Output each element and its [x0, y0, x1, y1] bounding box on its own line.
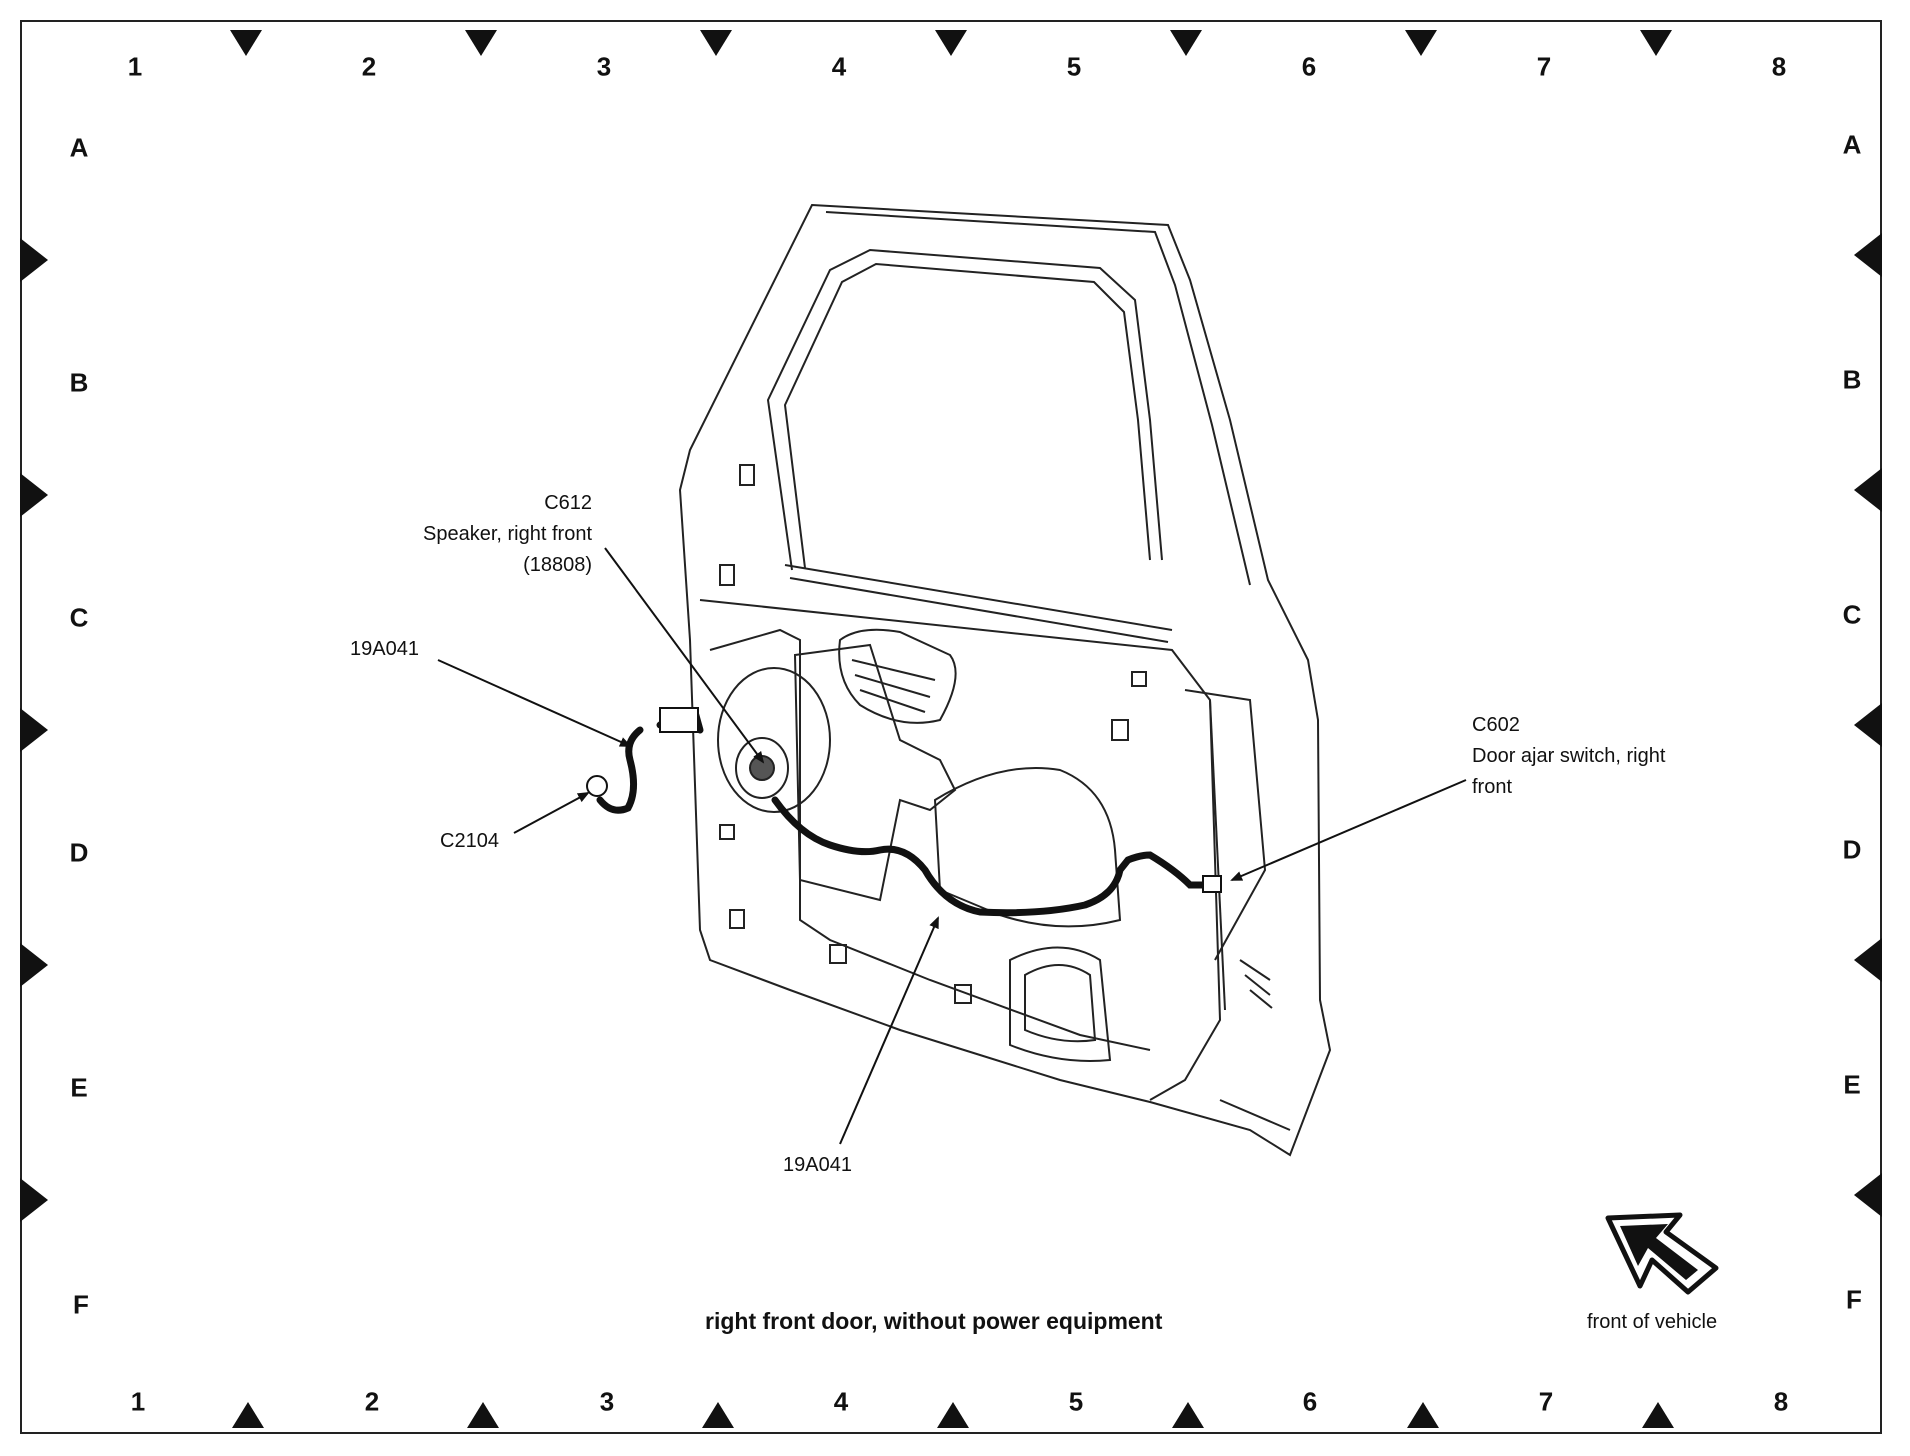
harness-label-lower: 19A041	[783, 1154, 852, 1176]
grid-row-label: D	[69, 837, 89, 868]
door-illustration	[678, 203, 1332, 1157]
grid-marker-bottom	[467, 1402, 499, 1428]
c612-id: C612	[544, 492, 592, 514]
c612-connector	[659, 707, 699, 733]
grid-col-label: 6	[1301, 51, 1317, 82]
c2104-connector	[586, 775, 608, 797]
c602-description-cont: front	[1472, 776, 1513, 798]
front-arrow-icon	[1605, 1212, 1719, 1295]
grid-row-label: A	[1842, 129, 1862, 160]
harness-lower-leader	[839, 916, 939, 1145]
front-of-vehicle-label: front of vehicle	[1587, 1311, 1718, 1333]
grid-row-label: D	[1842, 834, 1862, 865]
grid-marker-top	[700, 30, 732, 56]
c612-callout: C612 Speaker, right front (18808)	[380, 488, 592, 581]
grid-marker-bottom	[937, 1402, 969, 1428]
grid-col-label: 8	[1773, 1386, 1789, 1417]
grid-marker-right	[1854, 703, 1882, 747]
grid-markers	[20, 30, 1882, 1428]
c602-leader	[1230, 779, 1467, 881]
grid-row-label: C	[1842, 599, 1862, 630]
c612-part-number: (18808)	[523, 554, 592, 576]
c602-callout: C602 Door ajar switch, right front	[1472, 710, 1665, 803]
grid-col-label: 5	[1068, 1386, 1084, 1417]
c2104-label: C2104	[440, 830, 499, 852]
grid-marker-bottom	[702, 1402, 734, 1428]
grid-marker-right	[1854, 938, 1882, 982]
grid-marker-top	[1640, 30, 1672, 56]
grid-marker-bottom	[232, 1402, 264, 1428]
grid-col-label: 5	[1066, 51, 1082, 82]
connectors	[586, 707, 1222, 893]
grid-marker-bottom	[1407, 1402, 1439, 1428]
grid-col-label: 4	[833, 1386, 849, 1417]
grid-col-label: 3	[596, 51, 612, 82]
grid-col-label: 3	[599, 1386, 615, 1417]
grid-marker-bottom	[1172, 1402, 1204, 1428]
grid-marker-top	[1405, 30, 1437, 56]
leader-lines	[437, 547, 1467, 1145]
grid-marker-right	[1854, 468, 1882, 512]
grid-row-label: C	[69, 602, 89, 633]
grid-col-label: 2	[361, 51, 377, 82]
grid-marker-right	[1854, 1173, 1882, 1217]
grid-col-label: 6	[1302, 1386, 1318, 1417]
grid-marker-left	[20, 708, 48, 752]
c602-description: Door ajar switch, right	[1472, 745, 1666, 767]
c602-id: C602	[1472, 714, 1520, 736]
c612-description: Speaker, right front	[423, 523, 592, 545]
grid-row-label: B	[1842, 364, 1862, 395]
grid-col-label: 8	[1771, 51, 1787, 82]
grid-marker-top	[935, 30, 967, 56]
grid-col-label: 7	[1538, 1386, 1554, 1417]
c602-connector	[1202, 875, 1222, 893]
grid-marker-left	[20, 238, 48, 282]
diagram-title: right front door, without power equipmen…	[705, 1308, 1163, 1334]
grid-col-label: 7	[1536, 51, 1552, 82]
grid-col-label: 4	[831, 51, 847, 82]
harness-upper-leader	[437, 659, 632, 747]
grid-marker-top	[1170, 30, 1202, 56]
grid-row-label: E	[70, 1072, 88, 1103]
grid-col-label: 1	[130, 1386, 146, 1417]
grid-marker-right	[1854, 233, 1882, 277]
grid-row-label: E	[1843, 1069, 1861, 1100]
grid-row-label: F	[1846, 1284, 1862, 1315]
grid-col-label: 1	[127, 51, 143, 82]
c612-leader	[604, 547, 765, 764]
grid-row-label: B	[69, 367, 89, 398]
grid-marker-left	[20, 473, 48, 517]
grid-marker-top	[465, 30, 497, 56]
grid-marker-bottom	[1642, 1402, 1674, 1428]
grid-marker-top	[230, 30, 262, 56]
grid-row-label: A	[69, 132, 89, 163]
grid-col-label: 2	[364, 1386, 380, 1417]
grid-marker-left	[20, 943, 48, 987]
c2104-leader	[513, 792, 590, 834]
grid-marker-left	[20, 1178, 48, 1222]
grid-row-label: F	[73, 1289, 89, 1320]
harness-label-upper: 19A041	[350, 638, 419, 660]
